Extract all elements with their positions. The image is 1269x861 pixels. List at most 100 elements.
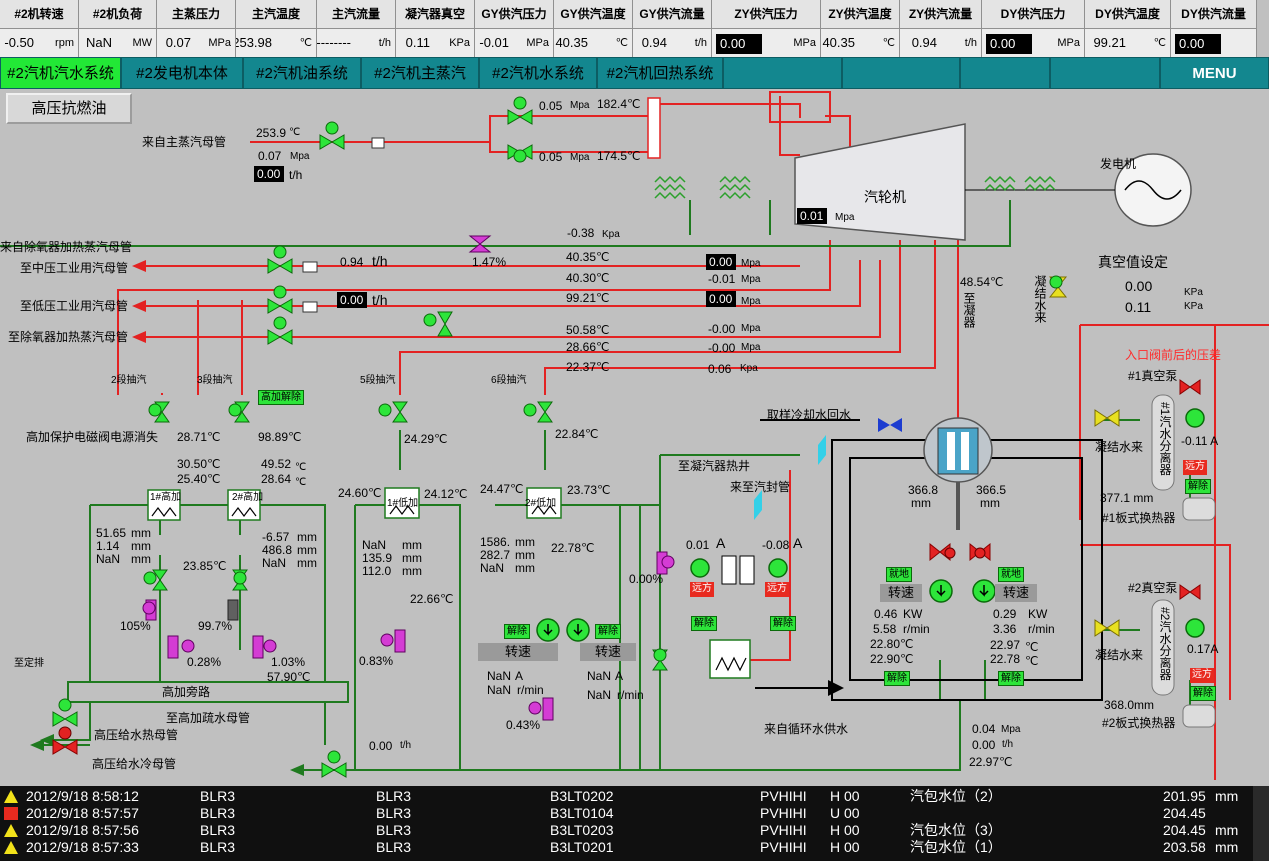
nav-tab[interactable] (960, 57, 1050, 89)
alarm-tag: B3LT0201 (550, 839, 614, 855)
header-label: DY供汽压力 (982, 0, 1085, 29)
nav-tab[interactable] (723, 57, 842, 89)
alarm-unit: mm (1215, 822, 1239, 838)
header-value-cell: 99.21℃ (1085, 29, 1171, 57)
release-button-3[interactable]: 解除 (691, 616, 717, 631)
lp1-t-out: 22.66℃ (410, 592, 454, 606)
seal-a1: 0.01 (686, 538, 710, 552)
alarm-time: 2012/9/18 8:57:33 (26, 839, 139, 855)
hp2-level-unit: mm (297, 530, 317, 544)
nav-tab[interactable]: #2汽机主蒸汽 (361, 57, 479, 89)
hp1-level-value: NaN (96, 552, 121, 566)
lp1-level-value: NaN (362, 538, 387, 552)
alarm-scrollbar[interactable] (1253, 786, 1269, 861)
release-button-5[interactable]: 解除 (884, 671, 910, 686)
cp2-kw: 0.29 (993, 607, 1017, 621)
nav-tab[interactable]: #2汽机回热系统 (597, 57, 723, 89)
r6-temp: 22.37℃ (566, 360, 610, 374)
nav-tab[interactable]: #2汽机汽水系统 (0, 57, 121, 89)
cp2-rpm-unit: r/min (1028, 622, 1055, 636)
bottom-flow-unit: t/h (1002, 739, 1014, 750)
release-button-6[interactable]: 解除 (998, 671, 1024, 686)
header-unit: t/h (378, 37, 391, 49)
pump-a-1: NaN (487, 669, 512, 683)
local-button-1[interactable]: 就地 (886, 567, 912, 582)
alarm-time: 2012/9/18 8:57:57 (26, 805, 139, 821)
lp1-t-r: 24.12℃ (424, 487, 468, 501)
release-button-8[interactable]: 解除 (1190, 686, 1216, 701)
alarm-unit: mm (1215, 788, 1239, 804)
lp2-t-in: 22.84℃ (555, 427, 599, 441)
r3-temp: 99.21℃ (566, 291, 610, 305)
vp1-a: -0.11 A (1181, 434, 1219, 448)
label-hp-bypass: 高加旁路 (162, 685, 211, 699)
header-label: #2机负荷 (79, 0, 157, 29)
hp2-deg-2: ℃ (295, 477, 307, 488)
remote-button-4[interactable]: 远方 (1190, 668, 1214, 683)
label-lp-heater-2: 2#低加 (525, 498, 557, 509)
menu-button[interactable]: MENU (1160, 57, 1269, 89)
release-button-2[interactable]: 解除 (595, 624, 621, 639)
nav-tab[interactable]: #2发电机本体 (121, 57, 243, 89)
hp-release-button[interactable]: 高加解除 (258, 390, 304, 405)
release-button-1[interactable]: 解除 (504, 624, 530, 639)
hp2-t1: 49.52 (261, 457, 292, 471)
hp-fuel-oil-button[interactable]: 高压抗燃油 (6, 93, 132, 124)
release-button-7[interactable]: 解除 (1185, 479, 1211, 494)
alarm-value: 204.45 (1163, 822, 1206, 838)
nav-tab[interactable]: #2汽机油系统 (243, 57, 361, 89)
header-value: 0.11 (405, 35, 430, 50)
header-value: 0.00 (986, 34, 1032, 54)
condenser (923, 417, 993, 530)
pump-a-2: NaN (587, 669, 612, 683)
release-button-4[interactable]: 解除 (770, 616, 796, 631)
alarm-c1: BLR3 (200, 822, 236, 838)
alarm-c2: BLR3 (376, 839, 412, 855)
label-vac-pump-2: #2真空泵 (1128, 581, 1178, 595)
nav-tab[interactable] (842, 57, 960, 89)
flow-bottom-unit: t/h (400, 740, 412, 751)
hp1-t2: 25.40℃ (177, 472, 221, 486)
label-circ-water-supply: 来自循环水供水 (764, 722, 849, 736)
label-ext2: 2段抽汽 (111, 375, 147, 386)
header-unit: ℃ (299, 37, 312, 49)
lp2-t-l: 24.47℃ (480, 482, 524, 496)
remote-button-2[interactable]: 远方 (765, 582, 789, 597)
header-unit: rpm (55, 37, 74, 49)
label-separator-1: #1汽水分离器 (1158, 402, 1172, 476)
r2-temp: 40.30℃ (566, 271, 610, 285)
seal-a2-unit: A (793, 535, 803, 551)
vac-unit-2: KPa (1184, 301, 1203, 312)
lp-v-pct: 0.43% (506, 718, 541, 732)
alarm-warning-icon (4, 790, 18, 803)
r3-press-box: 0.00 (706, 291, 736, 307)
local-button-2[interactable]: 就地 (998, 567, 1024, 582)
left-v-pct: 0.00% (629, 572, 664, 586)
turbine-body (794, 123, 966, 241)
gland-heater (709, 639, 751, 679)
hp2-t2: 28.64 (261, 472, 292, 486)
remote-button-1[interactable]: 远方 (690, 582, 714, 597)
nav-tab[interactable] (1050, 57, 1160, 89)
mid-flow-unit: t/h (372, 253, 388, 269)
lp1-level-unit: mm (402, 551, 422, 565)
remote-button-3[interactable]: 远方 (1183, 460, 1207, 475)
v1-press: 0.05 (539, 99, 563, 113)
nav-tab[interactable]: #2汽机水系统 (479, 57, 597, 89)
r1-temp: 40.35℃ (566, 250, 610, 264)
v2-temp: 174.5℃ (597, 149, 641, 163)
hp2-level-unit: mm (297, 543, 317, 557)
speed-box-2: 转速 (580, 643, 636, 661)
hx1-lvl: 377.1 mm (1100, 491, 1154, 505)
hp1-level-value: 51.65 (96, 526, 127, 540)
alarm-c1: BLR3 (200, 805, 236, 821)
speed-box-4: 转速 (995, 584, 1037, 602)
